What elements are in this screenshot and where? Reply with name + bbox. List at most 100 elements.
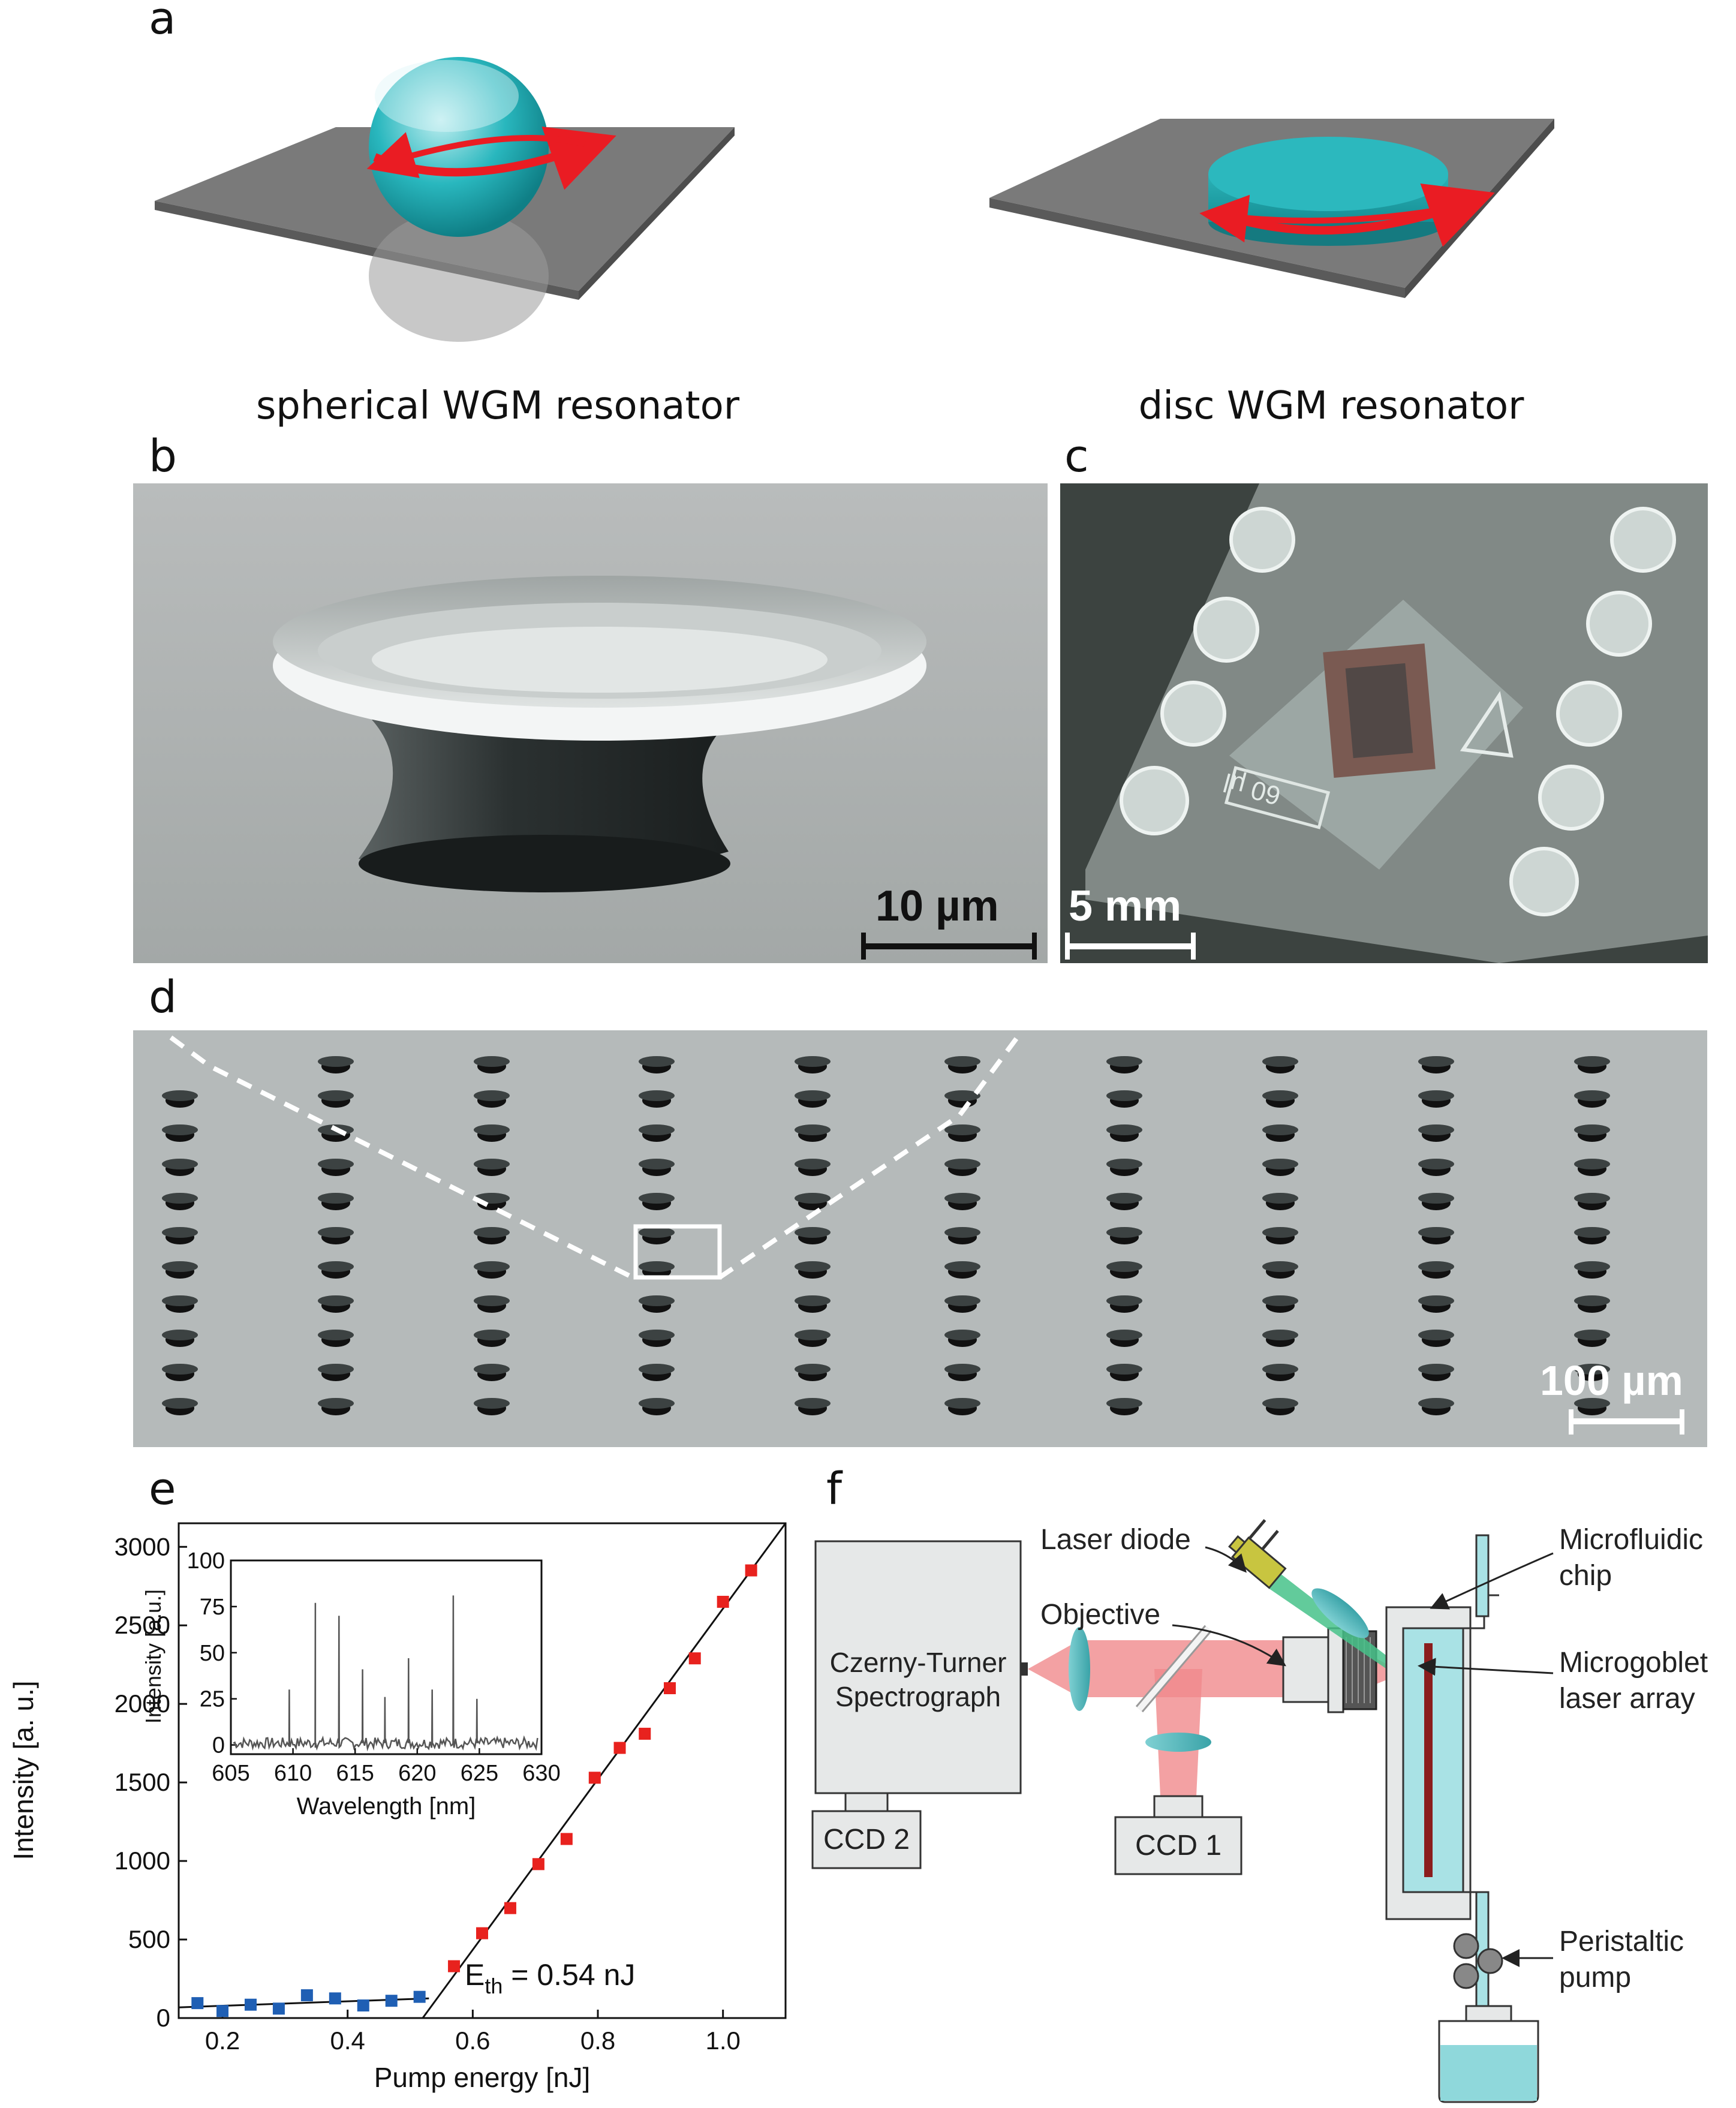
goblet-stem bbox=[948, 1401, 977, 1415]
label-spectrograph-2: Spectrograph bbox=[835, 1681, 1001, 1712]
goblet-cap bbox=[795, 1330, 831, 1340]
goblet-cap bbox=[944, 1193, 980, 1204]
goblet-stem bbox=[166, 1264, 194, 1279]
x-tick-label: 0.2 bbox=[205, 2026, 240, 2055]
goblet-cap bbox=[1106, 1330, 1142, 1340]
goblet-stem bbox=[798, 1093, 827, 1108]
goblet-cap bbox=[944, 1227, 980, 1238]
goblet-cap bbox=[1262, 1193, 1298, 1204]
goblet-stem bbox=[166, 1127, 194, 1142]
goblet-cap bbox=[639, 1398, 675, 1409]
goblet-stem bbox=[1110, 1093, 1139, 1108]
goblet-stem bbox=[477, 1298, 506, 1313]
goblet-cap bbox=[1418, 1261, 1454, 1272]
goblet-stem bbox=[1422, 1264, 1451, 1279]
goblet-stem bbox=[798, 1298, 827, 1313]
goblet-stem bbox=[642, 1162, 671, 1176]
goblet-cap bbox=[1262, 1159, 1298, 1169]
chip-reservoirs bbox=[1120, 507, 1676, 916]
goblet-cap bbox=[795, 1261, 831, 1272]
goblet-cap bbox=[162, 1124, 198, 1135]
goblet-stem bbox=[1266, 1127, 1295, 1142]
goblet-cap bbox=[318, 1398, 354, 1409]
beamsplitter bbox=[1135, 1625, 1213, 1713]
inset-x-tick-label: 625 bbox=[461, 1761, 498, 1786]
goblet-cap bbox=[1106, 1124, 1142, 1135]
data-point bbox=[504, 1902, 516, 1914]
goblet-cap bbox=[1574, 1261, 1610, 1272]
goblet-cap bbox=[474, 1364, 510, 1375]
goblet-stem bbox=[1110, 1367, 1139, 1381]
x-tick-label: 1.0 bbox=[705, 2026, 740, 2055]
goblet-stem bbox=[1422, 1230, 1451, 1244]
goblet-stem bbox=[1422, 1196, 1451, 1210]
data-point bbox=[413, 1990, 426, 2003]
main-x-axis-label: Pump energy [nJ] bbox=[374, 2062, 591, 2093]
caption-spherical-resonator: spherical WGM resonator bbox=[255, 384, 740, 428]
goblet-stem bbox=[1110, 1333, 1139, 1347]
goblet-stem bbox=[948, 1127, 977, 1142]
goblet-stem bbox=[321, 1059, 350, 1073]
goblet-stem bbox=[477, 1196, 506, 1210]
goblet-cap bbox=[162, 1159, 198, 1169]
goblet-cap bbox=[1106, 1056, 1142, 1067]
label-laser-diode: Laser diode bbox=[1040, 1524, 1191, 1556]
goblet-cap bbox=[795, 1364, 831, 1375]
goblet-cap bbox=[474, 1193, 510, 1204]
data-point bbox=[588, 1772, 601, 1784]
goblet-stem bbox=[1110, 1230, 1139, 1244]
goblet-cap bbox=[1574, 1056, 1610, 1067]
goblet-cap bbox=[1262, 1124, 1298, 1135]
goblet-cap bbox=[318, 1261, 354, 1272]
goblet-cap bbox=[639, 1364, 675, 1375]
goblet-cap bbox=[1418, 1090, 1454, 1101]
goblet-stem bbox=[321, 1196, 350, 1210]
goblet-stem bbox=[642, 1333, 671, 1347]
goblet-stem bbox=[1266, 1093, 1295, 1108]
inset-spectrum-line bbox=[233, 1595, 538, 1752]
goblet-cap bbox=[1262, 1227, 1298, 1238]
goblet-cap bbox=[639, 1056, 675, 1067]
data-point bbox=[717, 1595, 729, 1608]
goblet-stem bbox=[1110, 1127, 1139, 1142]
inset-y-tick-label: 100 bbox=[187, 1548, 225, 1574]
goblet-stem bbox=[798, 1401, 827, 1415]
goblet-cap bbox=[318, 1124, 354, 1135]
goblet-cap bbox=[474, 1261, 510, 1272]
goblet-stem bbox=[1110, 1162, 1139, 1176]
goblet-stem bbox=[798, 1127, 827, 1142]
y-tick-label: 0 bbox=[157, 2004, 170, 2032]
goblet-stem bbox=[321, 1093, 350, 1108]
goblet-cap bbox=[1418, 1056, 1454, 1067]
x-tick-label: 0.4 bbox=[330, 2026, 365, 2055]
caption-disc-resonator: disc WGM resonator bbox=[1138, 384, 1524, 428]
goblet-cap bbox=[944, 1330, 980, 1340]
goblet-stem bbox=[948, 1298, 977, 1313]
data-point bbox=[244, 1998, 257, 2011]
goblet-cap bbox=[1106, 1295, 1142, 1306]
red-beam-vertical bbox=[1154, 1669, 1202, 1796]
goblet-cap bbox=[1574, 1330, 1610, 1340]
goblet-cap bbox=[1106, 1159, 1142, 1169]
goblet-stem bbox=[1110, 1298, 1139, 1313]
goblet-cap bbox=[474, 1295, 510, 1306]
goblet-stem bbox=[1266, 1333, 1295, 1347]
goblet-stem bbox=[321, 1298, 350, 1313]
goblet-cap bbox=[162, 1398, 198, 1409]
lens-1 bbox=[1069, 1627, 1090, 1711]
data-point bbox=[613, 1742, 626, 1754]
microfluidic-chip-schematic bbox=[1385, 1534, 1499, 2049]
goblet-cap bbox=[944, 1364, 980, 1375]
goblet-cap bbox=[1106, 1398, 1142, 1409]
inset-x-tick-label: 615 bbox=[336, 1761, 374, 1786]
fit-line bbox=[422, 1523, 787, 2019]
goblet-stem bbox=[477, 1264, 506, 1279]
main-plot-frame bbox=[177, 1522, 787, 2019]
y-tick-label: 3000 bbox=[115, 1532, 170, 1560]
goblet-stem bbox=[321, 1401, 350, 1415]
data-point bbox=[663, 1682, 676, 1694]
goblet-cap bbox=[795, 1227, 831, 1238]
goblet-stem bbox=[798, 1059, 827, 1073]
goblet-stem bbox=[948, 1196, 977, 1210]
y-tick-label: 2000 bbox=[115, 1689, 170, 1718]
